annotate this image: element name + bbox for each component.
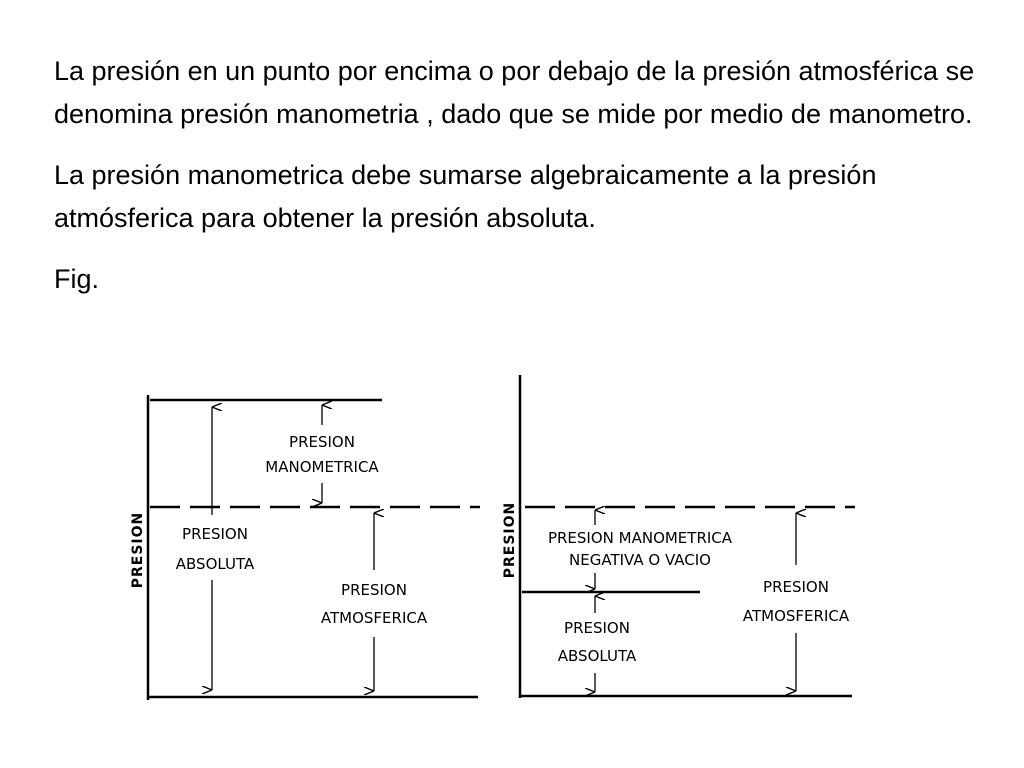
right-negativa-label-1: PRESION MANOMETRICA [548, 529, 733, 547]
right-atmosferica-label-1: PRESION [763, 578, 829, 596]
left-manometrica-label-1: PRESION [289, 433, 355, 451]
left-axis-label: PRESION [130, 512, 146, 589]
left-diagram: PRESION PRESION MANOMETRICA PRESION ABSO… [130, 395, 480, 700]
pressure-diagram: PRESION PRESION MANOMETRICA PRESION ABSO… [110, 355, 870, 720]
left-absoluta-label-1: PRESION [182, 525, 248, 543]
right-negativa-label-2: NEGATIVA O VACIO [569, 551, 711, 569]
right-diagram: PRESION PRESION MANOMETRICA NEGATIVA O V… [502, 375, 855, 698]
right-atmosferica-label-2: ATMOSFERICA [743, 607, 850, 625]
paragraph-definition: La presión en un punto por encima o por … [54, 56, 975, 129]
paragraph-absolute-pressure: La presión manometrica debe sumarse alge… [54, 160, 877, 233]
right-absoluta-label-1: PRESION [564, 619, 630, 637]
pressure-diagram-svg: PRESION PRESION MANOMETRICA PRESION ABSO… [130, 375, 855, 700]
left-manometrica-label-2: MANOMETRICA [265, 458, 379, 476]
left-atmosferica-label-1: PRESION [341, 581, 407, 599]
left-absoluta-label-2: ABSOLUTA [176, 555, 255, 573]
text-content: La presión en un punto por encima o por … [54, 50, 984, 301]
left-atmosferica-label-2: ATMOSFERICA [321, 609, 428, 627]
right-absoluta-label-2: ABSOLUTA [558, 647, 637, 665]
figure-caption: Fig. [54, 264, 100, 294]
right-axis-label: PRESION [502, 502, 518, 579]
